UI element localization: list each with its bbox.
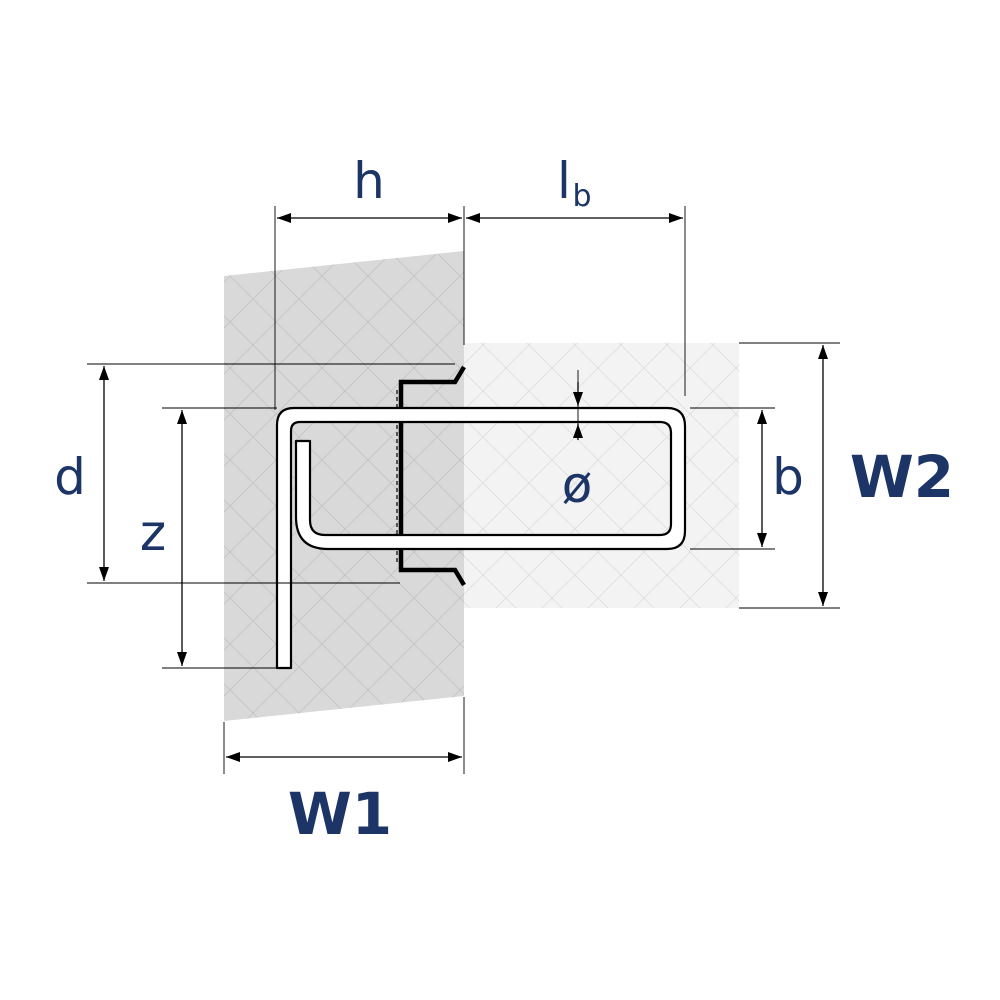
label-b: b [772, 448, 804, 506]
label-w2: W2 [850, 443, 954, 511]
label-h: h [353, 152, 385, 210]
wall-leaf-2 [464, 343, 739, 608]
wall-tie-wire [275, 406, 687, 670]
label-z: z [140, 504, 166, 562]
wall-leaf-1 [224, 251, 464, 721]
label-lb: l [557, 152, 571, 210]
label-w1: W1 [288, 780, 392, 848]
dimension-lines [99, 213, 828, 762]
label-d: d [54, 448, 86, 506]
label-lb-subscript: b [572, 179, 591, 214]
extension-lines [87, 206, 840, 774]
label-diameter: ø [562, 456, 593, 514]
